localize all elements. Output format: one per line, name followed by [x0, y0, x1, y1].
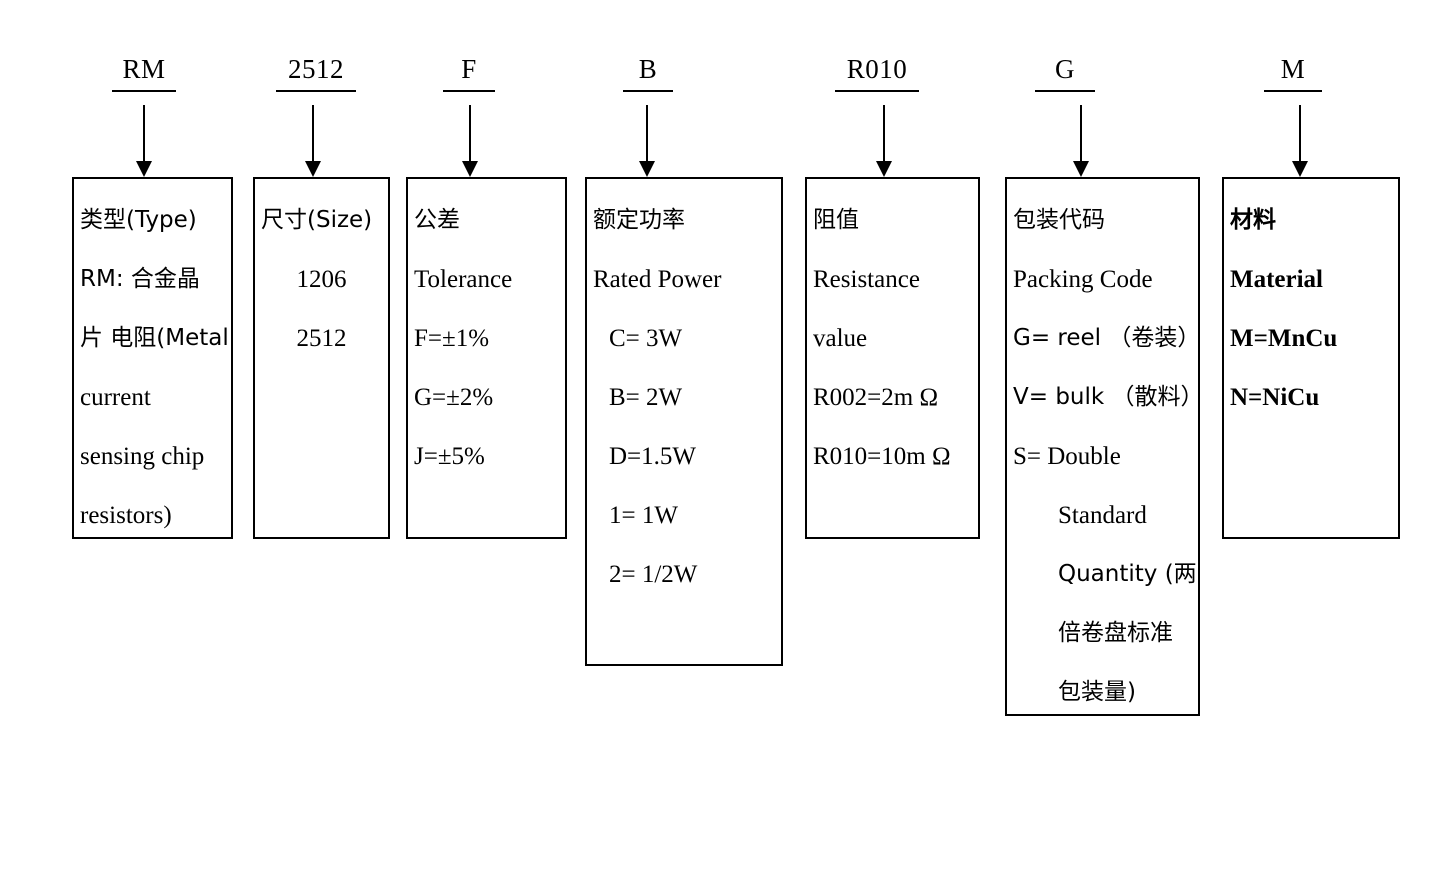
type-box-content: 类型(Type) RM: 合金晶片 电阻(Metal current sensing … [74, 191, 231, 537]
resistance-box-line: Resistance [813, 266, 920, 293]
arrow-shaft [1299, 105, 1301, 161]
packing-box-line: 包装代码 [1013, 207, 1105, 233]
arrow-head [136, 161, 152, 177]
size-box-line: 尺寸(Size) [261, 207, 373, 233]
tolerance-code: F [443, 56, 495, 92]
arrow-shaft [646, 105, 648, 161]
resistance-code: R010 [835, 56, 919, 92]
tolerance-box-line: 公差 [414, 207, 460, 233]
resistance-box-line: 阻值 [813, 207, 859, 233]
arrow-head [305, 161, 321, 177]
rated-power-box-line: 2= 1/2W [609, 561, 698, 588]
packing-box-line: V= bulk （散料） [1013, 384, 1200, 410]
type-box-line: current [80, 384, 151, 411]
tolerance-box-line: Tolerance [414, 266, 513, 293]
rated-power-code: B [623, 56, 673, 92]
arrow-shaft [1080, 105, 1082, 161]
packing-box-content: 包装代码 Packing Code G= reel （卷装） V= bulk （散料）… [1007, 191, 1200, 714]
arrow-head [1073, 161, 1089, 177]
packing-box-line: Standard [1058, 502, 1147, 529]
packing-box-line: Packing Code [1013, 266, 1153, 293]
size-box-line: 2512 [296, 325, 347, 352]
rated-power-box-line: 1= 1W [609, 502, 678, 529]
size-box-line: 1206 [296, 266, 347, 293]
type-box-line: sensing chip [80, 443, 205, 470]
arrow-shaft [143, 105, 145, 161]
rated-power-box-line: Rated Power [593, 266, 722, 293]
arrow-down-icon [462, 105, 479, 177]
resistance-box-line: R002=2m Ω [813, 384, 939, 411]
material-box-line: M=MnCu [1230, 325, 1338, 352]
type-box-line: 片 电阻(Metal [80, 325, 229, 351]
packing-box-line: Quantity (两 [1058, 561, 1197, 587]
tolerance-box-line: G=±2% [414, 384, 494, 411]
size-code: 2512 [276, 56, 356, 92]
rated-power-box-line: D=1.5W [609, 443, 696, 470]
rated-power-box-line: 额定功率 [593, 207, 685, 233]
material-box-line: N=NiCu [1230, 384, 1320, 411]
resistance-box-line: value [813, 325, 868, 352]
arrow-shaft [883, 105, 885, 161]
type-box-line: RM: 合金晶 [80, 266, 200, 292]
arrow-down-icon [876, 105, 893, 177]
arrow-down-icon [1292, 105, 1309, 177]
arrow-shaft [312, 105, 314, 161]
material-box-line: Material [1230, 266, 1324, 293]
arrow-down-icon [639, 105, 656, 177]
material-box-line: 材料 [1230, 207, 1276, 233]
rated-power-box-line: C= 3W [609, 325, 683, 352]
tolerance-box-line: F=±1% [414, 325, 490, 352]
material-code: M [1264, 56, 1322, 92]
size-box-content: 尺寸(Size) 1206 2512 [255, 191, 388, 368]
rated-power-box: 额定功率 Rated Power C= 3W B= 2W D=1.5W 1= 1W 2= 1… [585, 177, 783, 666]
type-box-line: 类型(Type) [80, 207, 197, 233]
size-box: 尺寸(Size) 1206 2512 [253, 177, 390, 539]
packing-box-line: G= reel （卷装） [1013, 325, 1200, 351]
rated-power-box-content: 额定功率 Rated Power C= 3W B= 2W D=1.5W 1= 1W 2= 1… [587, 191, 781, 604]
rated-power-box-line: B= 2W [609, 384, 683, 411]
arrow-head [639, 161, 655, 177]
packing-box: 包装代码 Packing Code G= reel （卷装） V= bulk （散料）… [1005, 177, 1200, 716]
type-box: 类型(Type) RM: 合金晶片 电阻(Metal current sensing … [72, 177, 233, 539]
arrow-head [1292, 161, 1308, 177]
tolerance-box-line: J=±5% [414, 443, 485, 470]
packing-box-line: 倍卷盘标准 [1058, 620, 1173, 646]
arrow-head [462, 161, 478, 177]
type-box-line: resistors) [80, 502, 172, 529]
resistance-box-line: R010=10m Ω [813, 443, 951, 470]
arrow-down-icon [305, 105, 322, 177]
packing-code: G [1035, 56, 1095, 92]
type-code: RM [112, 56, 176, 92]
arrow-shaft [469, 105, 471, 161]
packing-box-line: S= Double [1013, 443, 1121, 470]
arrow-head [876, 161, 892, 177]
packing-box-line: 包装量) [1058, 679, 1136, 705]
arrow-down-icon [1073, 105, 1090, 177]
arrow-down-icon [136, 105, 153, 177]
